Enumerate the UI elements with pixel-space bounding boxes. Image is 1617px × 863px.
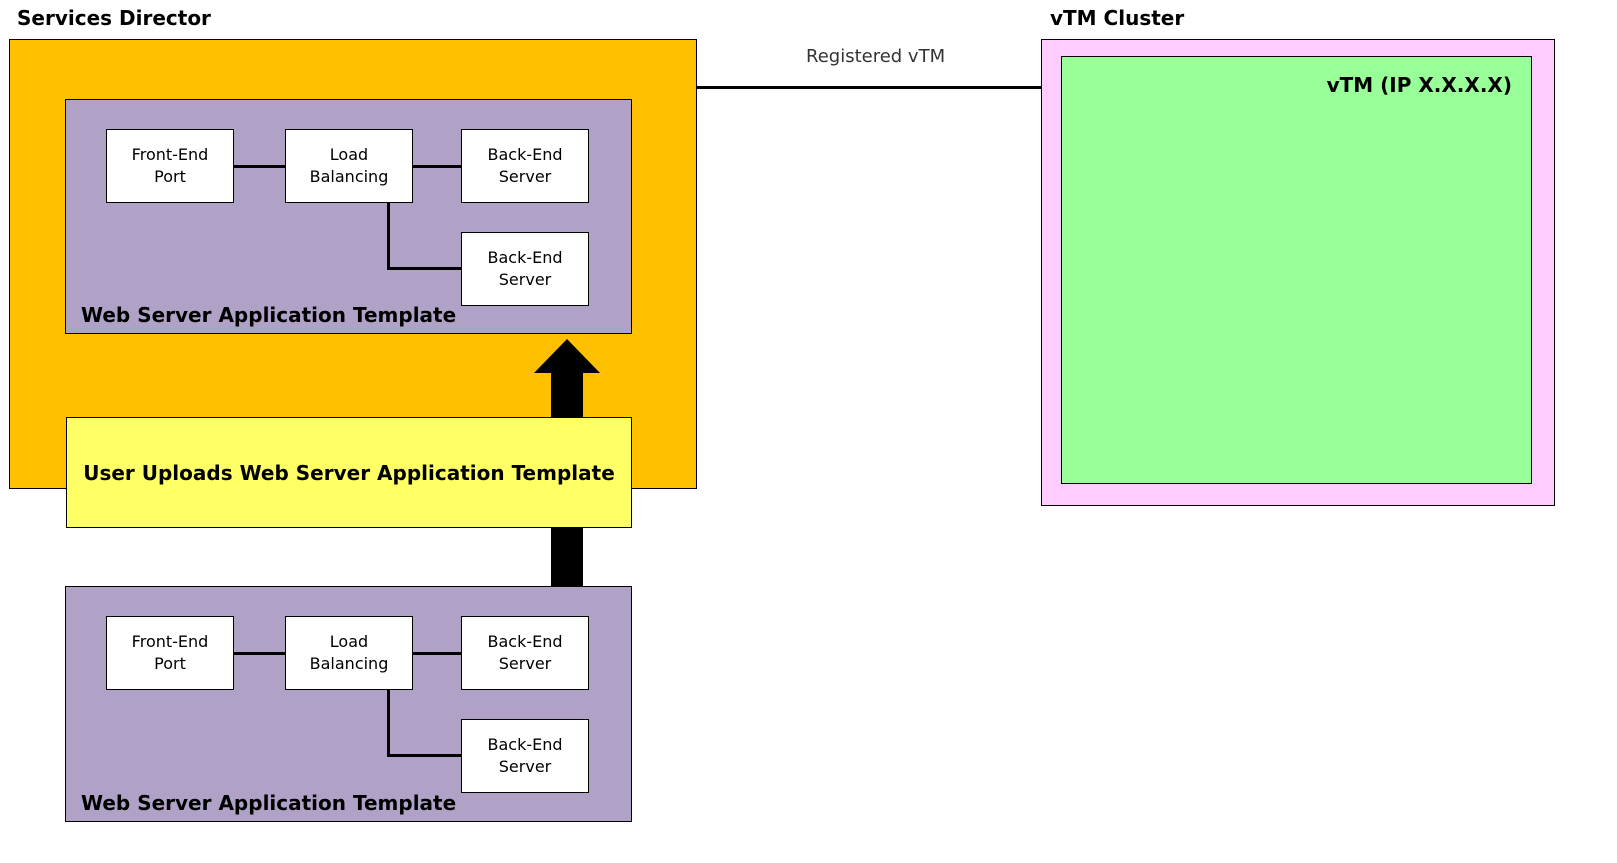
vtm-node-label: vTM (IP X.X.X.X) bbox=[1326, 73, 1512, 97]
connector-to-be2 bbox=[387, 754, 462, 757]
load-balancing-node: Load Balancing bbox=[285, 616, 413, 690]
vtm-node-box: vTM (IP X.X.X.X) bbox=[1061, 56, 1532, 484]
backend-2-line1: Back-End bbox=[487, 735, 563, 754]
upload-arrow-head-icon bbox=[534, 339, 600, 373]
backend-2-line1: Back-End bbox=[487, 248, 563, 267]
load-balancing-line1: Load bbox=[329, 632, 369, 651]
connector-lb-down bbox=[387, 203, 390, 270]
registered-vtm-link bbox=[697, 86, 1061, 89]
template-bottom-box: Front-End Port Load Balancing Back-End S… bbox=[65, 586, 632, 822]
upload-step-box: User Uploads Web Server Application Temp… bbox=[66, 417, 632, 528]
template-top-box: Front-End Port Load Balancing Back-End S… bbox=[65, 99, 632, 334]
back-end-server-node-1: Back-End Server bbox=[461, 129, 589, 203]
upload-arrow-shaft bbox=[551, 371, 583, 418]
backend-2-line2: Server bbox=[498, 270, 552, 289]
back-end-server-node-2: Back-End Server bbox=[461, 232, 589, 306]
front-end-line1: Front-End bbox=[131, 145, 209, 164]
connector-lb-be1 bbox=[413, 165, 462, 168]
template-top-label: Web Server Application Template bbox=[81, 303, 457, 327]
backend-1-line1: Back-End bbox=[487, 145, 563, 164]
connector-lb-down bbox=[387, 690, 390, 757]
load-balancing-line1: Load bbox=[329, 145, 369, 164]
load-balancing-line2: Balancing bbox=[309, 167, 389, 186]
services-director-title: Services Director bbox=[17, 6, 211, 30]
backend-1-line1: Back-End bbox=[487, 632, 563, 651]
connector-to-be2 bbox=[387, 267, 462, 270]
backend-2-line2: Server bbox=[498, 757, 552, 776]
front-end-port-node: Front-End Port bbox=[106, 129, 234, 203]
front-end-line2: Port bbox=[154, 654, 186, 673]
load-balancing-line2: Balancing bbox=[309, 654, 389, 673]
registered-vtm-label: Registered vTM bbox=[806, 46, 946, 67]
front-end-line1: Front-End bbox=[131, 632, 209, 651]
connector-fe-lb bbox=[234, 652, 286, 655]
vtm-cluster-title: vTM Cluster bbox=[1050, 6, 1185, 30]
template-bottom-label: Web Server Application Template bbox=[81, 791, 457, 815]
back-end-server-node-2: Back-End Server bbox=[461, 719, 589, 793]
upload-connector bbox=[551, 528, 583, 586]
front-end-port-node: Front-End Port bbox=[106, 616, 234, 690]
upload-step-label: User Uploads Web Server Application Temp… bbox=[83, 460, 615, 485]
back-end-server-node-1: Back-End Server bbox=[461, 616, 589, 690]
load-balancing-node: Load Balancing bbox=[285, 129, 413, 203]
connector-lb-be1 bbox=[413, 652, 462, 655]
front-end-line2: Port bbox=[154, 167, 186, 186]
backend-1-line2: Server bbox=[498, 654, 552, 673]
backend-1-line2: Server bbox=[498, 167, 552, 186]
connector-fe-lb bbox=[234, 165, 286, 168]
